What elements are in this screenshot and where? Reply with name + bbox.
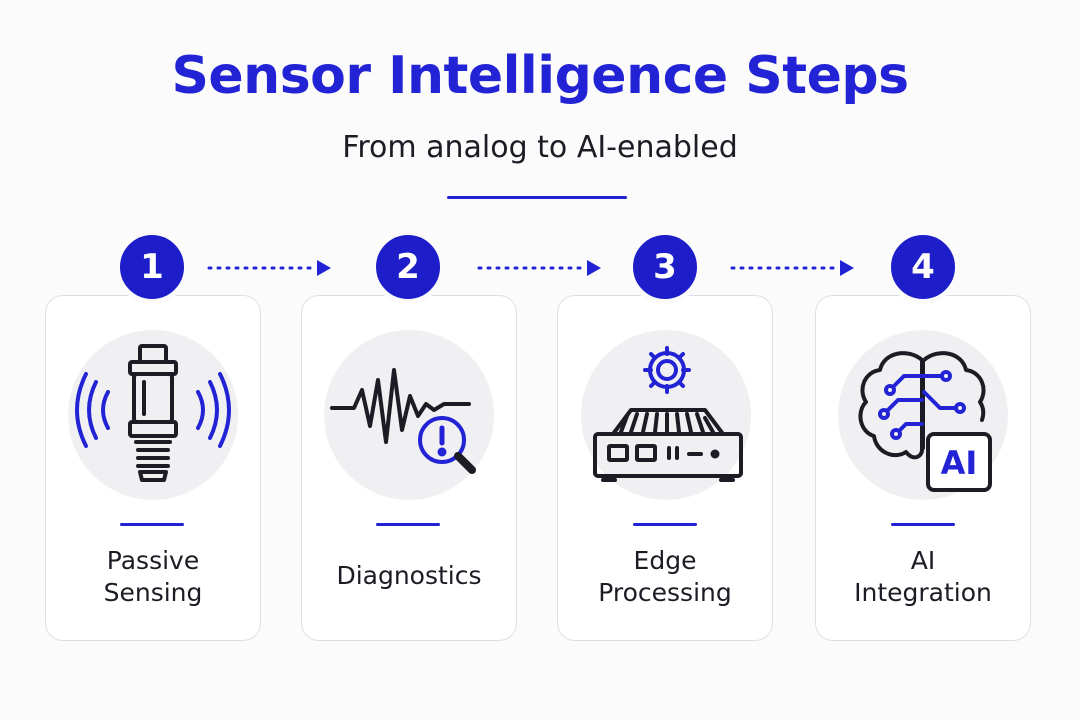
title-divider [447, 196, 627, 199]
ai-brain-icon [858, 351, 992, 492]
step-badge-4: 4 [886, 230, 960, 304]
step-label-1: Passive Sensing [45, 545, 261, 609]
step-rule-2 [376, 523, 440, 526]
gear-icon [643, 346, 691, 394]
step-label-3-line-2: Processing [598, 578, 732, 607]
step-badge-2: 2 [371, 230, 445, 304]
step-label-3-line-1: Edge [633, 546, 697, 575]
page-title: Sensor Intelligence Steps [171, 46, 909, 106]
step-badge-1: 1 [115, 230, 189, 304]
sensor-icon [75, 344, 231, 482]
step-badge-3: 3 [628, 230, 702, 304]
step-label-3: Edge Processing [557, 545, 773, 609]
step-rule-3 [633, 523, 697, 526]
waveform-diagnostic-icon [330, 368, 476, 474]
step-icon-bg-4: AI [838, 330, 1008, 500]
arrow-1-to-2 [207, 260, 331, 276]
step-label-2-line-1: Diagnostics [336, 561, 482, 590]
step-label-4-line-1: AI [910, 546, 936, 575]
edge-device-icon [593, 346, 743, 482]
step-label-2: Diagnostics [301, 560, 517, 592]
step-icon-bg-1 [68, 330, 238, 500]
arrow-2-to-3 [477, 260, 601, 276]
page-subtitle: From analog to AI-enabled [342, 130, 738, 165]
arrow-3-to-4 [730, 260, 854, 276]
step-label-1-line-1: Passive [106, 546, 200, 575]
step-icon-bg-3 [581, 330, 751, 500]
step-label-4: AI Integration [815, 545, 1031, 609]
ai-chip-label: AI [940, 444, 978, 482]
step-rule-4 [891, 523, 955, 526]
step-label-4-line-2: Integration [854, 578, 992, 607]
step-icon-bg-2 [324, 330, 494, 500]
step-label-1-line-2: Sensing [103, 578, 203, 607]
step-rule-1 [120, 523, 184, 526]
